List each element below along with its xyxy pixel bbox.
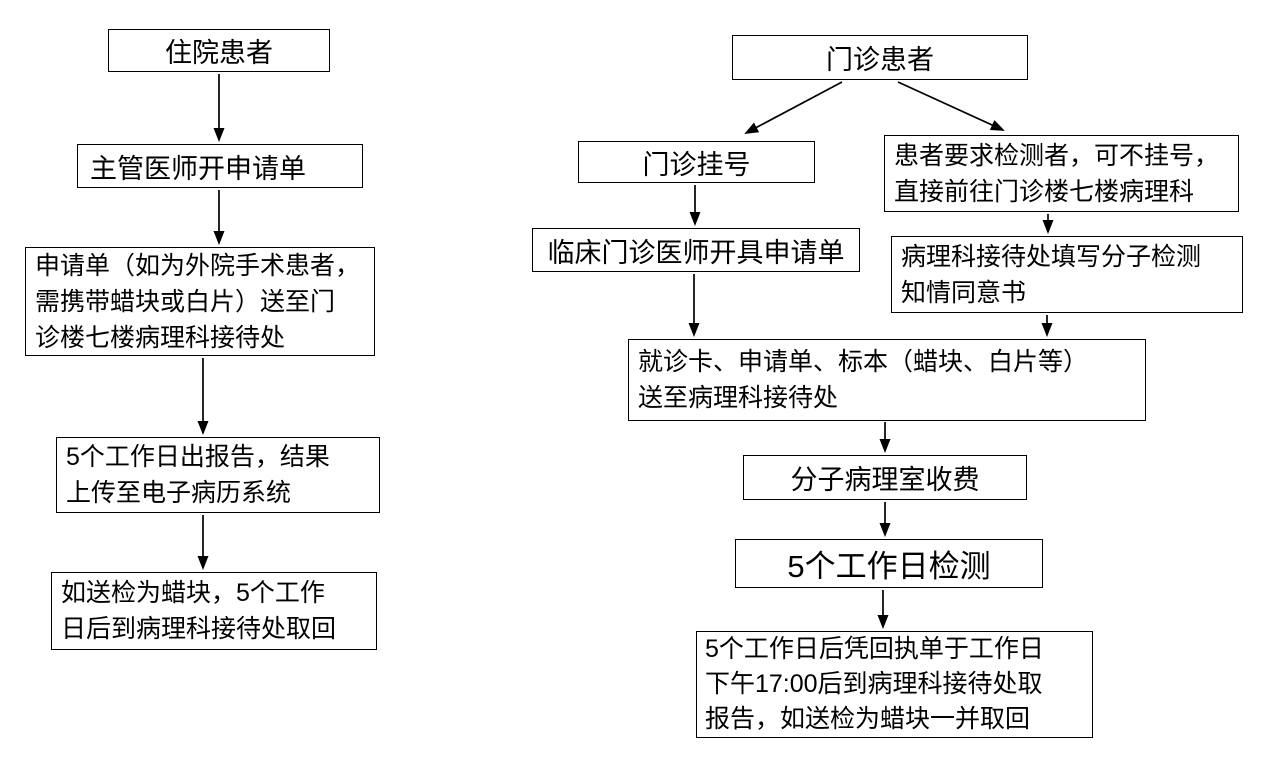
node-no-registration-direct: 患者要求检测者，可不挂号， 直接前往门诊楼七楼病理科 [884, 135, 1239, 212]
node-retrieve-wax-block: 如送检为蜡块，5个工作 日后到病理科接待处取回 [51, 572, 377, 650]
node-outpatient-registration: 门诊挂号 [578, 141, 815, 183]
node-inpatient: 住院患者 [108, 29, 330, 72]
node-molecular-pathology-payment: 分子病理室收费 [743, 455, 1027, 500]
edge-outpatient-to-registration-arrow [744, 81, 843, 134]
edge-outpatient-to-direct-arrow [897, 81, 1005, 131]
node-consent-form: 病理科接待处填写分子检测 知情同意书 [891, 236, 1243, 313]
node-testing-5-days: 5个工作日检测 [735, 539, 1043, 588]
node-report-in-5-days: 5个工作日出报告，结果 上传至电子病历系统 [56, 437, 380, 513]
node-report-pickup: 5个工作日后凭回执单于工作日 下午17:00后到病理科接待处取 报告，如送检为蜡… [696, 631, 1093, 738]
node-attending-doctor-request: 主管医师开申请单 [77, 144, 363, 188]
node-deliver-materials: 就诊卡、申请单、标本（蜡块、白片等） 送至病理科接待处 [628, 339, 1146, 421]
node-clinician-issues-request: 临床门诊医师开具申请单 [532, 228, 860, 272]
node-deliver-request-form: 申请单（如为外院手术患者， 需携带蜡块或白片）送至门 诊楼七楼病理科接待处 [25, 247, 375, 356]
node-outpatient: 门诊患者 [732, 35, 1028, 80]
